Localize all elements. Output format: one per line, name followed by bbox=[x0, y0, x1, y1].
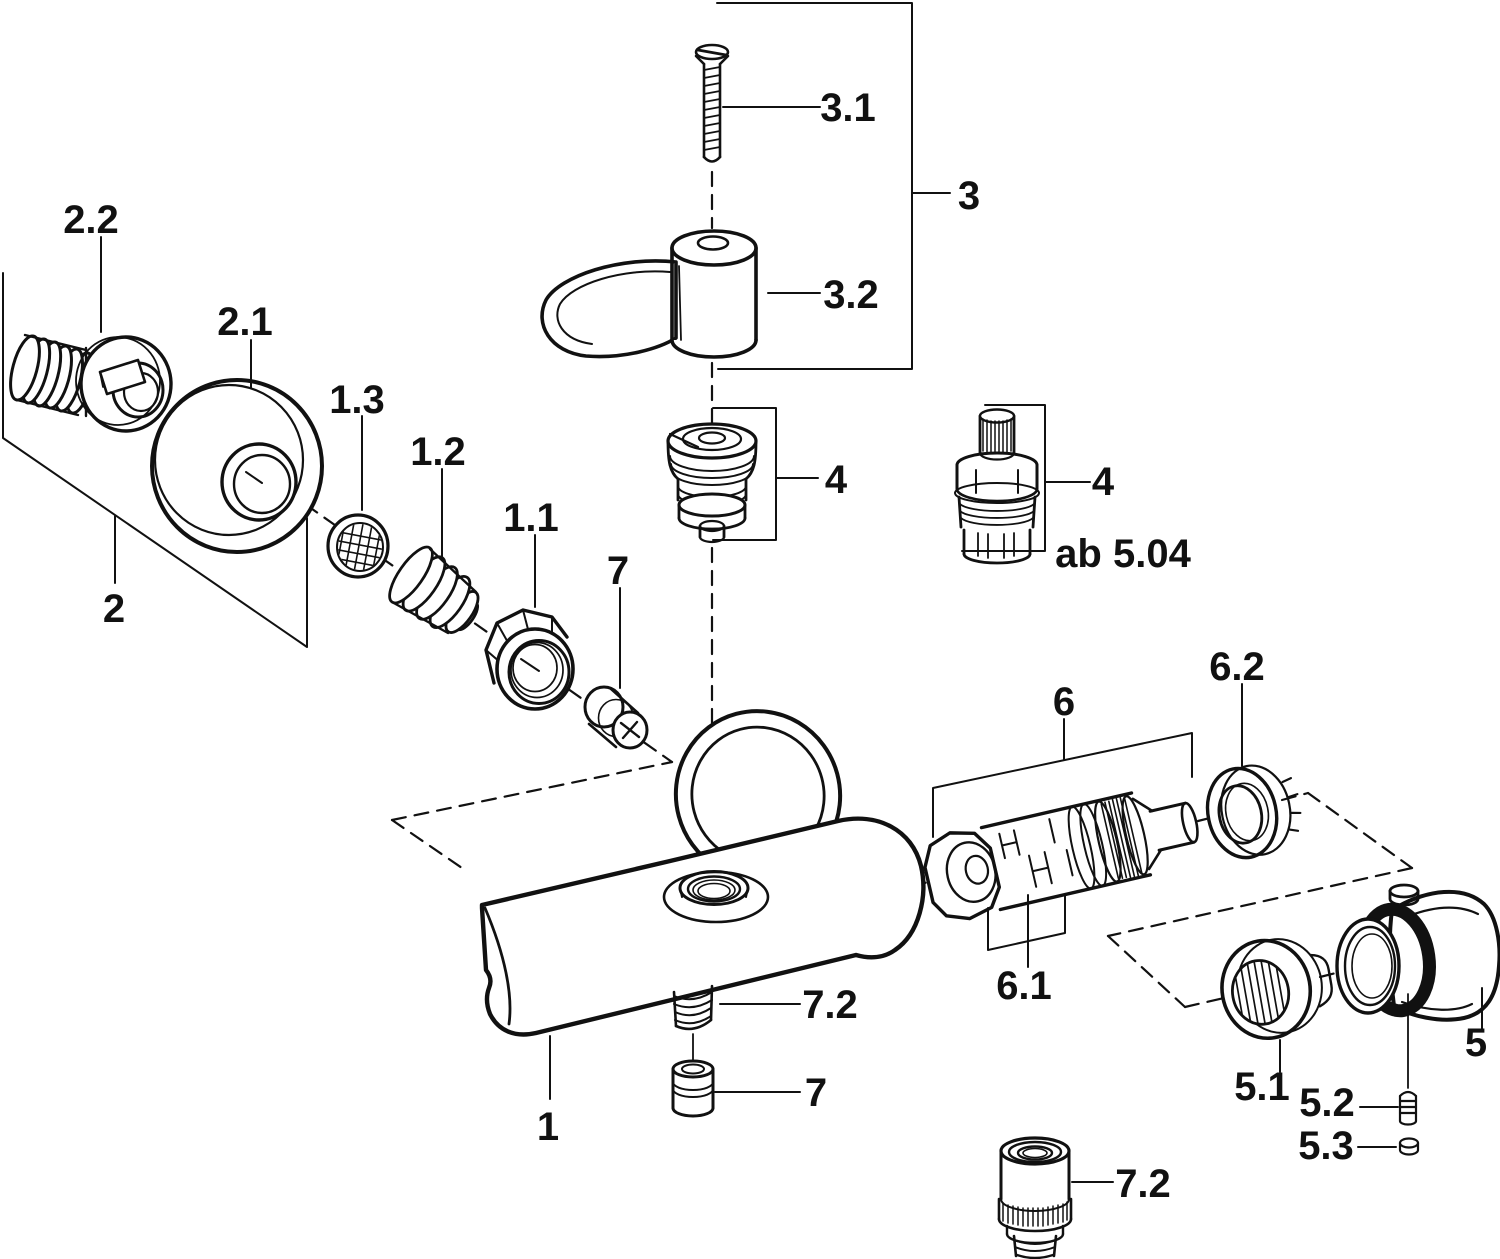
part-s-connector-2-2 bbox=[9, 333, 173, 433]
part-nipple-1-2 bbox=[388, 545, 480, 635]
label-2-2: 2.2 bbox=[63, 198, 119, 242]
part-cartridge-4-right bbox=[954, 408, 1040, 565]
label-5-1: 5.1 bbox=[1234, 1065, 1290, 1109]
bracket-3 bbox=[716, 2, 913, 370]
part-thermo-cartridge-6 bbox=[923, 791, 1199, 921]
part-escutcheon-2-1 bbox=[150, 378, 324, 554]
part-filter-1-3 bbox=[326, 513, 390, 579]
part-knob-5 bbox=[1335, 883, 1500, 1022]
label-7-2-body: 7.2 bbox=[802, 983, 858, 1027]
bracket-4-right bbox=[961, 404, 1046, 552]
part-ring-6-2 bbox=[1205, 764, 1302, 860]
thermo-slots bbox=[998, 818, 1074, 888]
bracket-2 bbox=[2, 272, 308, 648]
plane-right-fold-b bbox=[1106, 934, 1187, 1009]
plane-left-edge-b bbox=[390, 818, 464, 870]
label-7-bottom: 7 bbox=[805, 1071, 827, 1115]
leader-6-1 bbox=[987, 894, 1066, 968]
label-2-1: 2.1 bbox=[217, 300, 273, 344]
label-1-1: 1.1 bbox=[503, 496, 559, 540]
label-4-left: 4 bbox=[825, 458, 848, 502]
body-outlet-stub-7-2 bbox=[672, 984, 714, 1031]
plane-right-edge bbox=[1106, 866, 1414, 938]
part-screw-3-1 bbox=[694, 43, 730, 163]
label-7-top: 7 bbox=[607, 549, 629, 593]
axis-ring-right bbox=[1280, 791, 1310, 802]
part-body-1 bbox=[479, 816, 926, 1063]
knob-button bbox=[1388, 883, 1420, 899]
part-lever-handle-3-2 bbox=[540, 229, 758, 359]
label-ab-5-04: ab 5.04 bbox=[1055, 532, 1191, 576]
bracket-4-left bbox=[712, 407, 777, 541]
label-6-2: 6.2 bbox=[1209, 645, 1265, 689]
axis-ring51-to-knob bbox=[1318, 969, 1346, 979]
label-5-2: 5.2 bbox=[1299, 1081, 1355, 1125]
label-3-2: 3.2 bbox=[823, 273, 879, 317]
part-cap-5-3 bbox=[1398, 1137, 1420, 1156]
part-adapter-7-2-bottom bbox=[997, 1136, 1073, 1259]
label-6-1: 6.1 bbox=[996, 964, 1052, 1008]
label-5-3: 5.3 bbox=[1298, 1124, 1354, 1168]
label-7-2-bottom: 7.2 bbox=[1115, 1162, 1171, 1206]
label-6: 6 bbox=[1053, 680, 1075, 724]
label-1-2: 1.2 bbox=[410, 430, 466, 474]
axis-to-ring51 bbox=[1183, 996, 1226, 1009]
part-screw-5-2 bbox=[1398, 993, 1418, 1126]
callout-labels: 2.2 2.1 1.3 1.2 1.1 7 3.1 3 3.2 4 4 ab 5… bbox=[63, 86, 1487, 1206]
label-2: 2 bbox=[103, 587, 125, 631]
part-plug-7-lower bbox=[671, 1059, 715, 1118]
plane-right-fold-a bbox=[1306, 791, 1414, 870]
plane-left-edge-a bbox=[390, 760, 674, 822]
bracket-6 bbox=[932, 732, 1193, 838]
label-1: 1 bbox=[537, 1105, 559, 1149]
label-3: 3 bbox=[958, 174, 980, 218]
label-5: 5 bbox=[1465, 1021, 1487, 1065]
label-1-3: 1.3 bbox=[329, 378, 385, 422]
part-nut-1-1 bbox=[484, 608, 575, 711]
part-cartridge-4-left bbox=[666, 422, 758, 544]
label-3-1: 3.1 bbox=[820, 86, 876, 130]
label-4-right: 4 bbox=[1092, 460, 1115, 504]
part-ring-5-1 bbox=[1220, 938, 1333, 1041]
part-plug-7-upper bbox=[583, 685, 649, 750]
callout-lines bbox=[2, 2, 1483, 1183]
